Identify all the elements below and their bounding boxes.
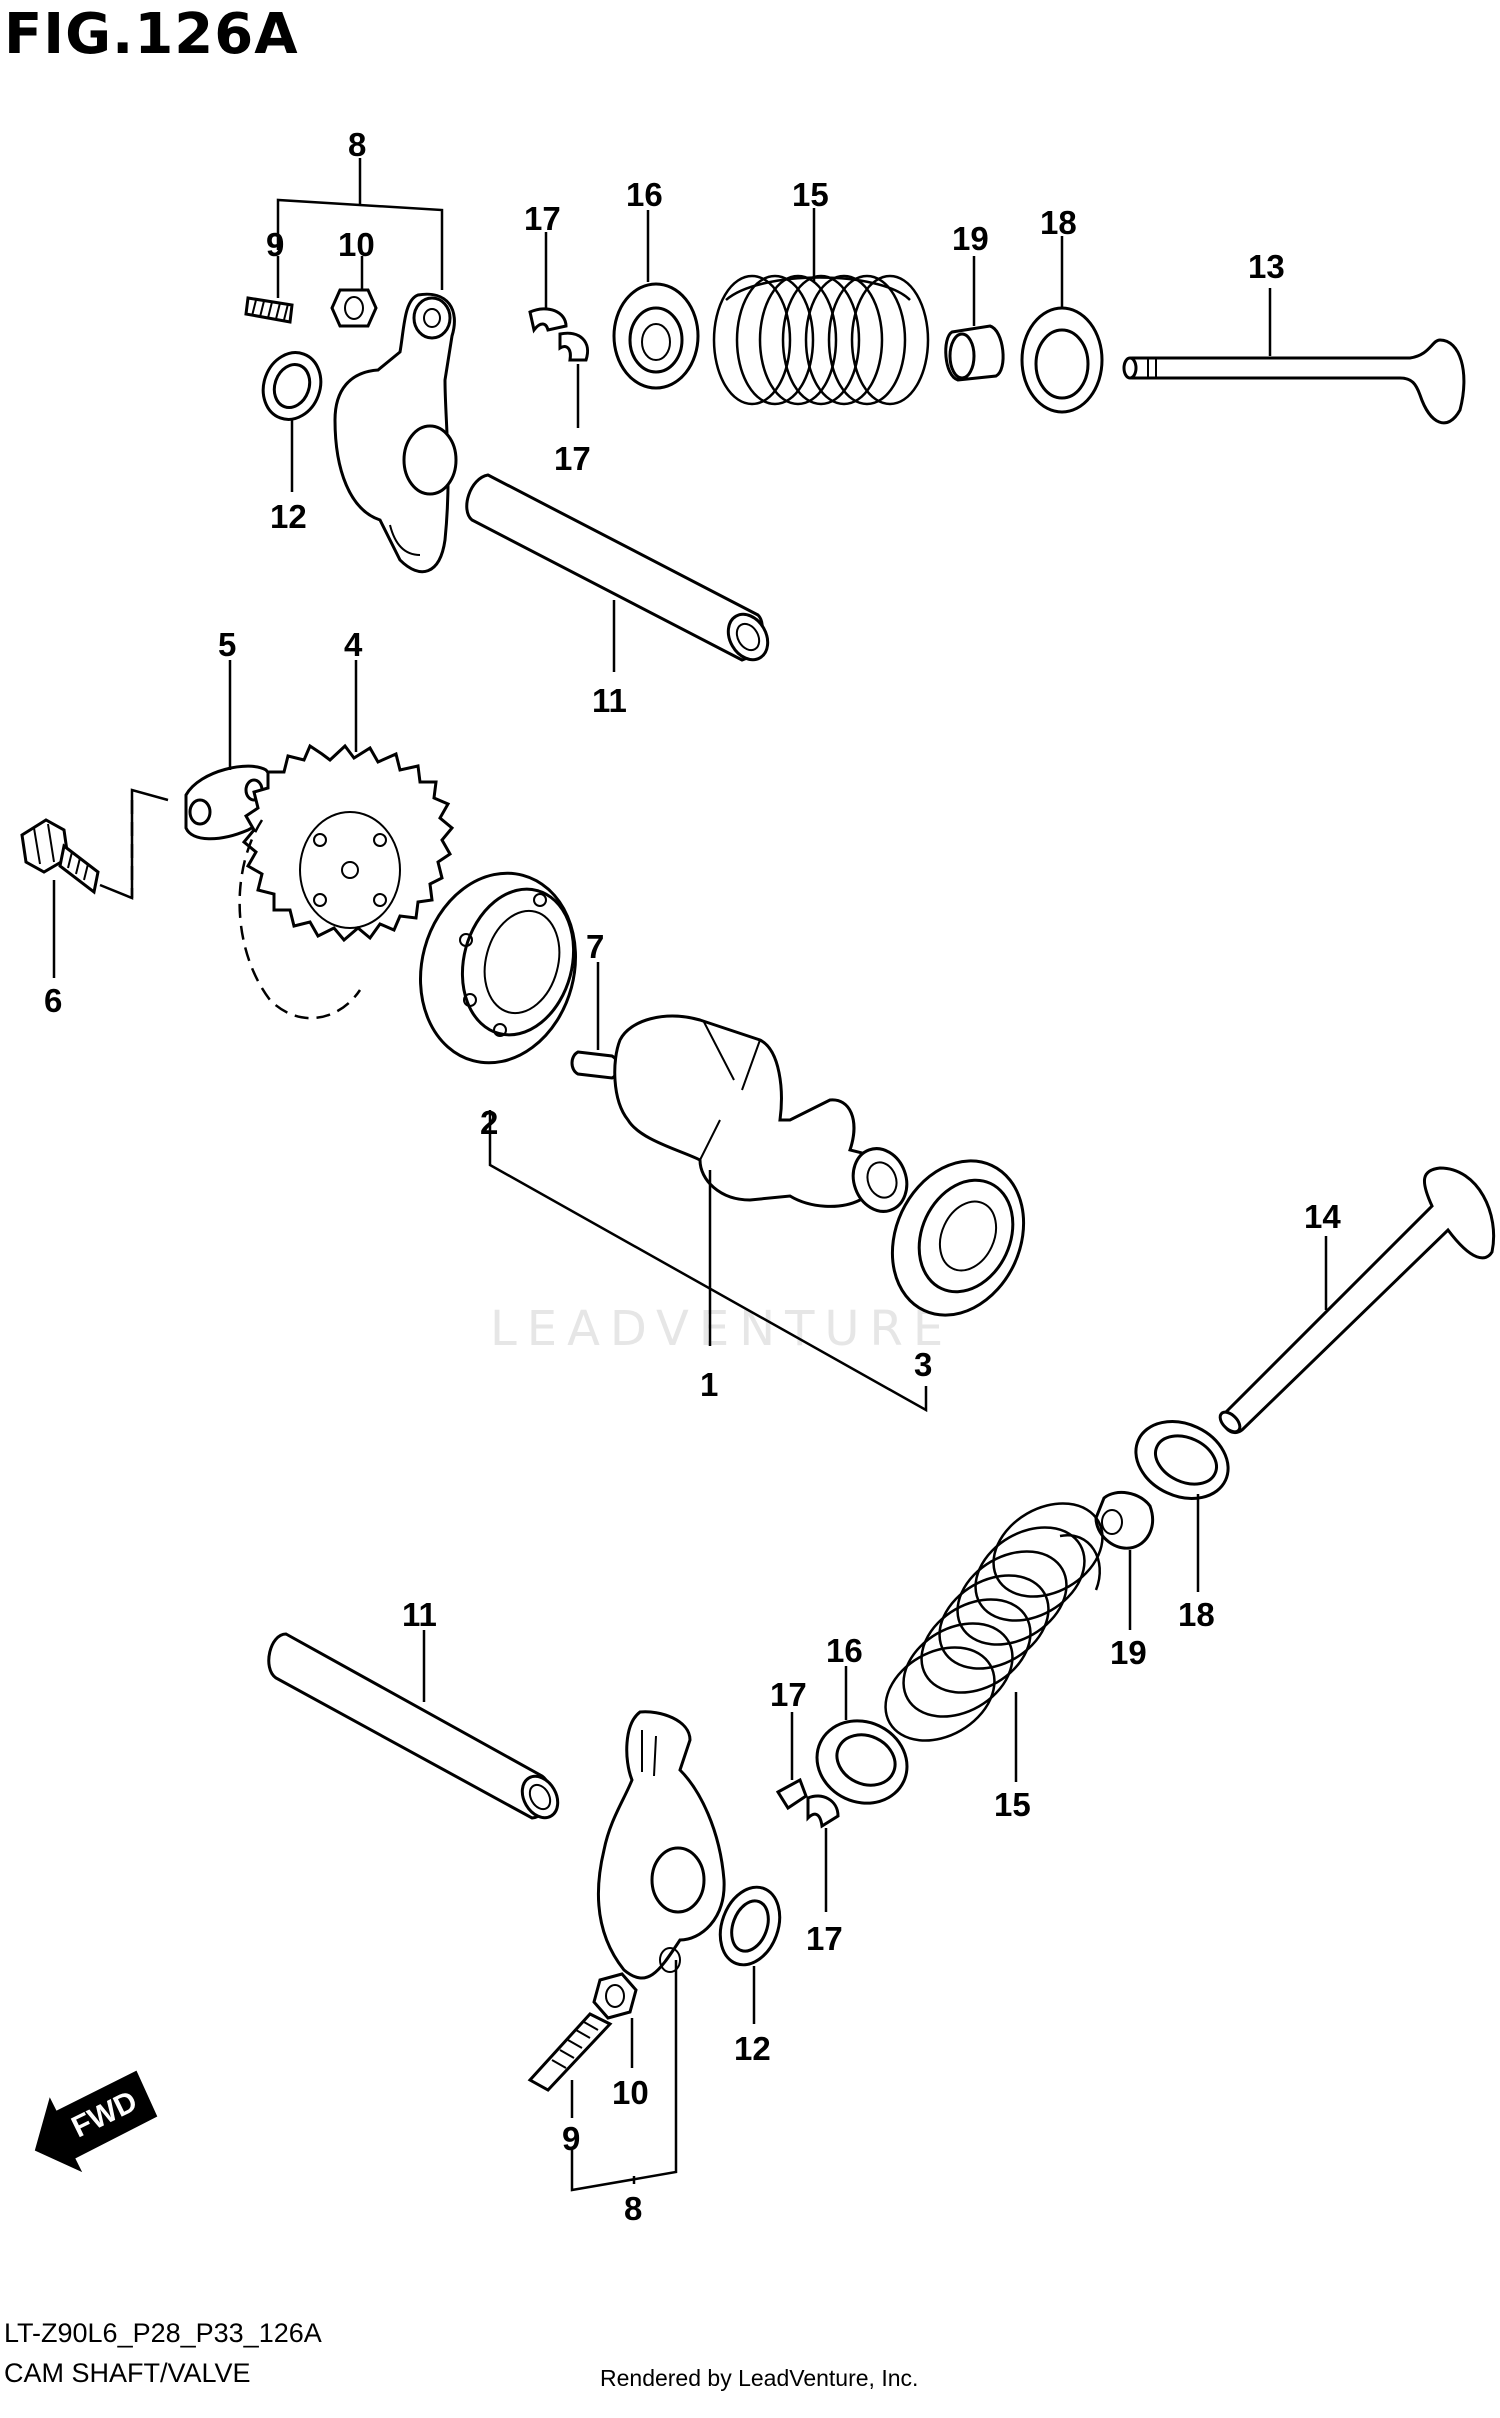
stem-seal-part [944,324,1005,382]
washer-lower-part [718,1885,782,1967]
callout-2: 2 [480,1104,498,1141]
callout-5: 5 [218,626,236,663]
callout-9: 9 [266,226,284,263]
callout-17: 17 [806,1920,843,1957]
dowel-pin-part [570,1050,620,1080]
callout-17: 17 [554,440,591,477]
callout-17: 17 [524,200,561,237]
valve-spring-lower-part [884,1502,1104,1742]
callout-1: 1 [700,1366,718,1403]
callout-19: 19 [952,220,989,257]
callout-18: 18 [1040,204,1077,241]
callout-13: 13 [1248,248,1285,285]
locknut-part [330,288,378,328]
callout-16: 16 [626,176,663,213]
callout-10: 10 [338,226,375,263]
callout-18: 18 [1178,1596,1215,1633]
callout-12: 12 [734,2030,771,2067]
callout-9: 9 [562,2120,580,2157]
callout-10: 10 [612,2074,649,2111]
adjusting-screw-part [244,296,294,324]
cam-sprocket-part [238,743,455,1020]
valve-spring-part [712,274,930,406]
rocker-arm-lower-part [597,1710,726,1980]
callout-17: 17 [770,1676,807,1713]
rocker-shaft-lower-part [267,1632,560,1820]
camshaft-group [418,871,1026,1413]
callout-19: 19 [1110,1634,1147,1671]
valve-cotter-part [528,307,589,362]
callout-16: 16 [826,1632,863,1669]
callout-8: 8 [348,126,366,163]
upper-rocker-assembly [244,158,770,672]
callout-3: 3 [914,1346,932,1383]
upper-valve-train [528,208,1466,428]
callout-15: 15 [792,176,829,213]
lower-rocker-assembly [267,1630,782,2192]
locknut-lower-part [592,1972,638,2020]
callout-7: 7 [586,928,604,965]
sprocket-bolt-part [20,818,100,895]
spring-seat-lower-part [1134,1420,1230,1500]
stem-seal-lower-part [1094,1490,1154,1550]
diagram-name: CAM SHAFT/VALVE [4,2358,251,2388]
intake-valve-part [1122,338,1466,425]
forward-direction-arrow[interactable]: FWD [34,2070,158,2173]
callout-8: 8 [624,2190,642,2227]
callout-labels: 8 9 10 12 11 17 16 15 17 19 18 13 5 4 6 … [44,126,1341,2227]
camshaft-part [613,1014,909,1213]
callout-11: 11 [402,1596,437,1633]
diagram-code: LT-Z90L6_P28_P33_126A [4,2318,322,2348]
valve-cotter-lower-part [775,1777,840,1829]
camshaft-bearing-right-part [890,1159,1026,1317]
callout-12: 12 [270,498,307,535]
camshaft-bearing-left-part [418,871,578,1065]
spring-retainer-part [612,282,700,390]
callout-15: 15 [994,1786,1031,1823]
callout-11: 11 [592,682,627,719]
adjusting-screw-lower-part [527,2012,613,2092]
watermark: LEADVENTURE [490,1301,953,1357]
spring-seat-part [1020,306,1104,414]
callout-14: 14 [1304,1198,1341,1235]
rocker-arm-part [333,292,458,574]
spring-retainer-lower-part [815,1719,909,1805]
cam-sprocket-group [20,660,455,1020]
exhaust-valve-part [1218,1166,1496,1435]
rocker-shaft-part [465,473,770,662]
callout-4: 4 [344,626,363,663]
figure-title: FIG.126A [4,2,299,67]
washer-part [261,351,323,421]
lower-valve-train [775,1166,1496,1912]
callout-6: 6 [44,982,62,1019]
render-credit: Rendered by LeadVenture, Inc. [600,2365,919,2391]
